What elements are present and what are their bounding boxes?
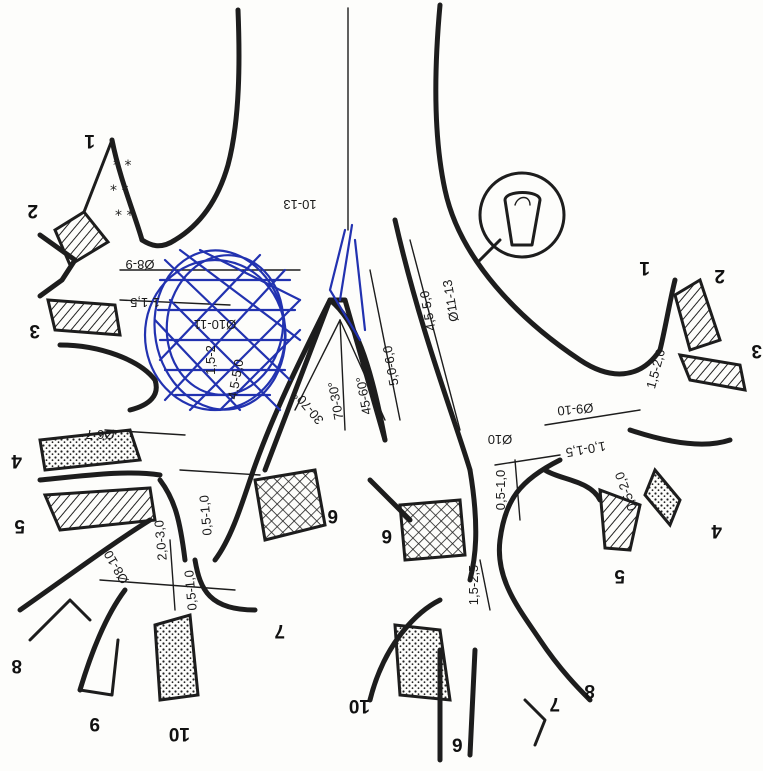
left-b6-crosshatched bbox=[255, 470, 325, 540]
seg-right-9: 9 bbox=[452, 736, 463, 757]
left-b8-branch bbox=[30, 600, 90, 640]
label-left-upper-wall: 1-1,5 bbox=[130, 295, 160, 310]
left-b2-hatched bbox=[55, 212, 108, 265]
left-b8-wall bbox=[20, 520, 150, 610]
seg-left-7: 7 bbox=[274, 620, 285, 641]
left-b4-wall bbox=[40, 473, 160, 480]
svg-text:* *: * * bbox=[110, 183, 128, 199]
left-b1-stars: * * * * * * bbox=[110, 158, 133, 224]
seg-left-2: 2 bbox=[27, 200, 38, 221]
label-carina-inner-right: 5,0-6,0 bbox=[380, 345, 402, 387]
right-b2-hatched bbox=[675, 280, 720, 350]
label-left-wall-b: 0,5-1,0 bbox=[196, 495, 214, 537]
right-lower-outer-wall bbox=[499, 460, 590, 700]
label-right-intermediate: Ø10 bbox=[488, 432, 513, 447]
seg-left-6: 6 bbox=[327, 505, 338, 526]
left-b7-wall bbox=[195, 560, 255, 610]
label-left-main-wall: 1,5-2 bbox=[203, 345, 218, 375]
left-b3-lower-wall bbox=[60, 345, 156, 410]
seg-right-3: 3 bbox=[751, 340, 762, 361]
tracheal-ring-icon bbox=[478, 173, 564, 262]
right-b1-wall bbox=[660, 280, 675, 350]
label-left-upper-lobe: Ø8-9 bbox=[126, 257, 155, 272]
svg-text:* *: * * bbox=[115, 208, 133, 224]
right-b6-crosshatched bbox=[400, 500, 465, 560]
left-b5-hatched bbox=[45, 488, 155, 530]
seg-right-1: 1 bbox=[639, 257, 650, 278]
label-left-main: Ø10-11 bbox=[194, 317, 236, 332]
seg-right-5: 5 bbox=[614, 565, 625, 586]
seg-right-8: 8 bbox=[584, 680, 595, 701]
left-b3-hatched bbox=[48, 300, 120, 335]
right-main-inner-wall bbox=[395, 220, 470, 470]
label-right-lower-wall: 0,5-1,0 bbox=[493, 470, 508, 510]
right-b6-wall bbox=[370, 480, 410, 520]
seg-right-6: 6 bbox=[381, 525, 392, 546]
right-b8-branch bbox=[525, 700, 545, 745]
label-left-wall-a: 2,0-3,0 bbox=[151, 520, 169, 562]
label-trachea: 10-13 bbox=[283, 197, 316, 212]
seg-left-1: 1 bbox=[84, 130, 95, 151]
label-right-upper: Ø9-10 bbox=[557, 400, 594, 418]
label-trachea-wall-right: 4,5-5,0 bbox=[417, 290, 439, 332]
label-right-main: Ø11-13 bbox=[440, 279, 462, 323]
seg-left-8: 8 bbox=[11, 655, 22, 676]
right-b3-lower-wall bbox=[630, 430, 730, 444]
seg-left-9: 9 bbox=[89, 713, 100, 734]
label-right-upper-wall-b: 1,0-1,5 bbox=[565, 439, 607, 461]
svg-text:* *: * * bbox=[113, 158, 131, 174]
right-intermediate-wall bbox=[470, 470, 476, 580]
trachea-left-wall bbox=[142, 10, 239, 246]
right-b4-stippled bbox=[645, 470, 680, 525]
seg-right-10: 10 bbox=[349, 695, 370, 716]
seg-left-10: 10 bbox=[169, 723, 190, 744]
left-b10-stippled bbox=[155, 615, 198, 700]
right-b5-wall bbox=[545, 470, 600, 500]
seg-right-7: 7 bbox=[549, 693, 560, 714]
trachea-right-wall bbox=[436, 5, 660, 374]
label-left-b4: Ø6-7 bbox=[86, 427, 115, 442]
label-right-upper-wall: 1,5-2,0 bbox=[643, 347, 668, 390]
seg-left-3: 3 bbox=[29, 320, 40, 341]
right-b3-hatched bbox=[680, 355, 745, 390]
seg-right-4: 4 bbox=[711, 520, 722, 541]
label-right-lower-wall-b: 1,5-2,5 bbox=[466, 565, 481, 605]
seg-left-5: 5 bbox=[14, 515, 25, 536]
seg-left-4: 4 bbox=[11, 450, 22, 471]
seg-right-2: 2 bbox=[714, 265, 725, 286]
